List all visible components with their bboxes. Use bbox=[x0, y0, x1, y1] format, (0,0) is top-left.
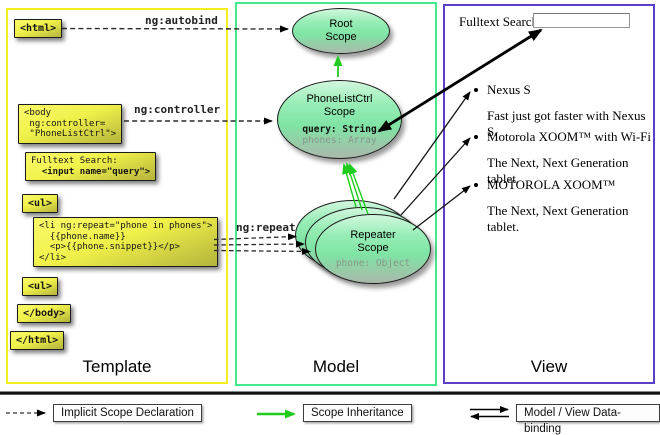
code-fulltext-label: Fulltext Search: bbox=[31, 156, 118, 166]
fulltext-search-label: Fulltext Search: bbox=[459, 14, 542, 29]
bullet-icon bbox=[474, 183, 478, 187]
query-property: query: String bbox=[302, 124, 377, 135]
fulltext-search-input[interactable] bbox=[533, 13, 630, 28]
template-column-title: Template bbox=[82, 357, 152, 376]
code-box-ul-open: <ul> bbox=[22, 194, 59, 213]
phone-snippet: The Next, Next Generation tablet. bbox=[487, 155, 629, 186]
ng-controller-label: ng:controller bbox=[134, 103, 221, 116]
bullet-icon bbox=[474, 88, 478, 92]
root-scope-title: Root Scope bbox=[325, 18, 357, 43]
phone-name: Nexus S bbox=[487, 82, 531, 97]
code-box-ul-close: <ul> bbox=[22, 277, 59, 296]
view-list-item: Motorola XOOM™ with Wi-Fi The Next, Next… bbox=[474, 129, 654, 187]
code-box-fulltext: Fulltext Search: <input name="query"> bbox=[25, 152, 157, 181]
root-scope-ellipse: Root Scope bbox=[292, 8, 390, 54]
code-box-body-close: </body> bbox=[17, 304, 72, 323]
code-box-li-repeat: <li ng:repeat="phone in phones"> {{phone… bbox=[33, 217, 219, 267]
phone-name: MOTOROLA XOOM™ bbox=[487, 177, 616, 192]
ng-repeat-label: ng:repeat bbox=[236, 221, 296, 234]
view-list-item: MOTOROLA XOOM™ The Next, Next Generation… bbox=[474, 177, 654, 235]
code-box-html-open: <html> bbox=[14, 19, 63, 38]
ng-autobind-label: ng:autobind bbox=[145, 14, 218, 27]
legend-implicit-scope-declaration: Implicit Scope Declaration bbox=[53, 404, 202, 422]
phonelistctrl-scope-ellipse: PhoneListCtrl Scope query: String phones… bbox=[277, 80, 402, 159]
repeater-scope-ellipse: Repeater Scope phone: Object bbox=[315, 214, 431, 284]
model-column bbox=[235, 2, 437, 386]
legend-separator-line bbox=[0, 391, 660, 395]
phonelistctrl-scope-title: PhoneListCtrl Scope bbox=[306, 93, 373, 118]
phone-snippet: The Next, Next Generation tablet. bbox=[487, 203, 629, 234]
code-fulltext-input: <input name="query"> bbox=[31, 166, 151, 177]
legend-model-view-data-binding: Model / View Data-binding bbox=[516, 404, 660, 435]
code-box-body-open: <body ng:controller= "PhoneListCtrl"> bbox=[18, 104, 123, 144]
legend-scope-inheritance: Scope Inheritance bbox=[303, 404, 412, 422]
phone-property: phone: Object bbox=[335, 258, 411, 269]
bullet-icon bbox=[474, 135, 478, 139]
phone-name: Motorola XOOM™ with Wi-Fi bbox=[487, 129, 652, 144]
view-column-title: View bbox=[530, 357, 568, 376]
code-box-html-close: </html> bbox=[10, 331, 65, 350]
phones-property: phones: Array bbox=[302, 135, 377, 146]
repeater-scope-title: Repeater Scope bbox=[350, 229, 396, 254]
model-column-title: Model bbox=[312, 357, 360, 376]
